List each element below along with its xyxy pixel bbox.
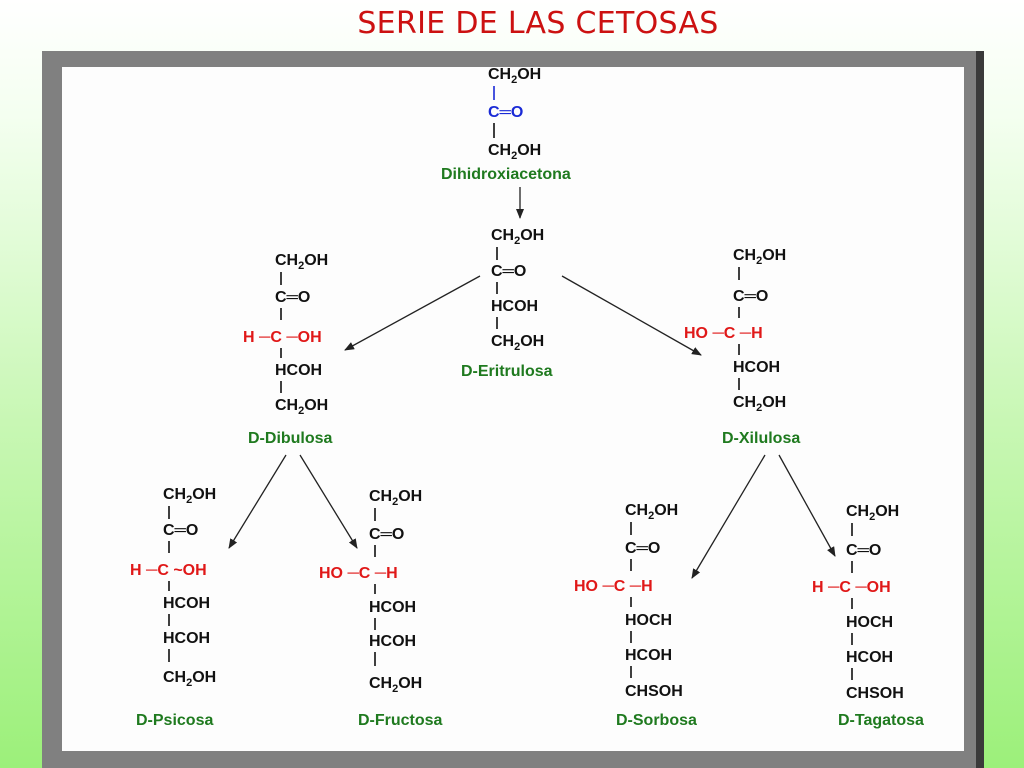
row-chsoh: CHSOH bbox=[846, 685, 904, 702]
molecule-name: D-Sorbosa bbox=[616, 712, 697, 729]
row-chsoh: CHSOH bbox=[625, 683, 683, 700]
row-chiral-center: HO ─C ─H bbox=[574, 578, 653, 595]
row-chiral-center: HO ─C ─H bbox=[319, 565, 398, 582]
row-carbonyl: C═O bbox=[275, 289, 310, 306]
molecule-dihidroxiacetona: CH2OH C═O CH2OH Dihidroxiacetona bbox=[441, 66, 571, 183]
molecule-eritrulosa: CH2OH C═O HCOH CH2OH D-Eritrulosa bbox=[461, 227, 553, 380]
row-ch2oh-top: CH2OH bbox=[369, 488, 422, 508]
frame-edge bbox=[976, 51, 984, 768]
molecule-name: D-Dibulosa bbox=[248, 430, 333, 447]
arrow-to-dibulosa bbox=[344, 275, 481, 351]
row-ch2oh-top: CH2OH bbox=[488, 66, 541, 86]
row-ch2oh-bottom: CH2OH bbox=[275, 397, 328, 417]
row-carbonyl: C═O bbox=[488, 104, 523, 121]
row-hcoh: HCOH bbox=[625, 647, 672, 664]
row-ch2oh-top: CH2OH bbox=[491, 227, 544, 247]
molecule-name: D-Fructosa bbox=[358, 712, 443, 729]
row-ch2oh-bottom: CH2OH bbox=[163, 669, 216, 689]
arrow-to-psicosa bbox=[228, 454, 287, 549]
molecule-dibulosa: CH2OH C═O H ─C ─OH HCOH CH2OH D-Dibulosa bbox=[243, 252, 333, 447]
row-ch2oh-bottom: CH2OH bbox=[369, 675, 422, 695]
row-ch2oh-bottom: CH2OH bbox=[491, 333, 544, 353]
row-chiral-center: H ─C ─OH bbox=[243, 329, 322, 346]
molecule-tagatosa: CH2OH C═O H ─C ─OH HOCH HCOH CHSOH D-Tag… bbox=[812, 503, 924, 729]
arrow-to-sorbosa bbox=[691, 454, 766, 579]
arrow-to-tagatosa bbox=[778, 454, 836, 557]
row-hcoh: HCOH bbox=[163, 630, 210, 647]
row-chiral-center: H ─C ─OH bbox=[812, 579, 891, 596]
molecule-fructosa: CH2OH C═O HO ─C ─H HCOH HCOH CH2OH D-Fru… bbox=[319, 488, 443, 729]
molecule-xilulosa: CH2OH C═O HO ─C ─H HCOH CH2OH D-Xilulosa bbox=[684, 247, 800, 447]
row-carbonyl: C═O bbox=[733, 288, 768, 305]
row-hoch: HOCH bbox=[625, 612, 672, 629]
row-hcoh: HCOH bbox=[846, 649, 893, 666]
row-carbonyl: C═O bbox=[163, 522, 198, 539]
row-hcoh: HCOH bbox=[163, 595, 210, 612]
row-chiral-center: H ─C ~OH bbox=[130, 562, 207, 579]
row-ch2oh-top: CH2OH bbox=[275, 252, 328, 272]
row-ch2oh-bottom: CH2OH bbox=[488, 142, 541, 162]
row-ch2oh-top: CH2OH bbox=[733, 247, 786, 267]
arrow-to-fructosa bbox=[299, 454, 358, 549]
row-hcoh: HCOH bbox=[369, 633, 416, 650]
row-carbonyl: C═O bbox=[491, 263, 526, 280]
molecule-name: D-Xilulosa bbox=[722, 430, 800, 447]
arrow-to-xilulosa bbox=[561, 275, 702, 356]
row-hcoh: HCOH bbox=[369, 599, 416, 616]
row-hcoh: HCOH bbox=[733, 359, 780, 376]
diagram-canvas bbox=[62, 67, 964, 751]
row-hoch: HOCH bbox=[846, 614, 893, 631]
row-carbonyl: C═O bbox=[846, 542, 881, 559]
row-ch2oh-top: CH2OH bbox=[625, 502, 678, 522]
row-ch2oh-top: CH2OH bbox=[163, 486, 216, 506]
row-hcoh: HCOH bbox=[491, 298, 538, 315]
molecule-psicosa: CH2OH C═O H ─C ~OH HCOH HCOH CH2OH D-Psi… bbox=[130, 486, 216, 729]
molecule-name: D-Tagatosa bbox=[838, 712, 924, 729]
row-ch2oh-bottom: CH2OH bbox=[733, 394, 786, 414]
row-carbonyl: C═O bbox=[369, 526, 404, 543]
molecule-name: D-Eritrulosa bbox=[461, 363, 553, 380]
row-ch2oh-top: CH2OH bbox=[846, 503, 899, 523]
row-chiral-center: HO ─C ─H bbox=[684, 325, 763, 342]
molecule-name: D-Psicosa bbox=[136, 712, 213, 729]
row-carbonyl: C═O bbox=[625, 540, 660, 557]
row-hcoh: HCOH bbox=[275, 362, 322, 379]
slide-title: SERIE DE LAS CETOSAS bbox=[357, 6, 719, 41]
molecule-name: Dihidroxiacetona bbox=[441, 166, 571, 183]
molecule-sorbosa: CH2OH C═O HO ─C ─H HOCH HCOH CHSOH D-Sor… bbox=[574, 502, 697, 729]
